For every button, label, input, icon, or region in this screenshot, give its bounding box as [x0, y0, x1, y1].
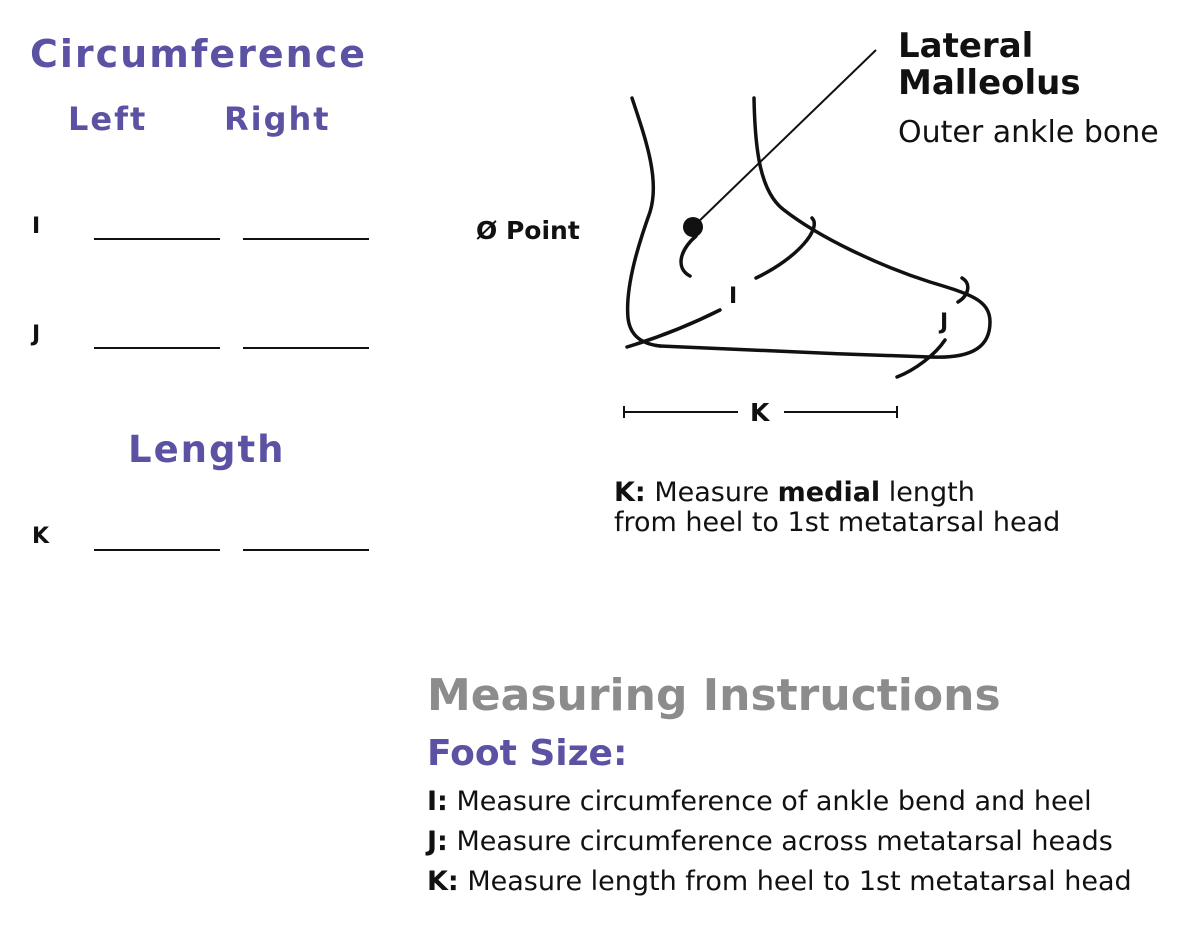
lateral-malleolus-subtitle: Outer ankle bone — [898, 115, 1159, 150]
right-i-blank-line[interactable] — [243, 238, 369, 240]
o-point-label: Ø Point — [476, 216, 580, 245]
diagram-label-i: I — [729, 284, 738, 309]
malleolus-point-icon — [683, 217, 703, 237]
instruction-item-k: K: Measure length from heel to 1st metat… — [427, 866, 1132, 897]
diagram-label-k: K — [750, 398, 770, 427]
diagram-label-j: J — [940, 310, 949, 335]
k-note-post: length — [888, 477, 975, 508]
k-note-key: K: — [614, 477, 646, 508]
instruction-key-j: J: — [427, 826, 448, 857]
row-label-i: I — [32, 214, 41, 239]
instruction-key-k: K: — [427, 866, 459, 897]
lateral-title-line1: Lateral — [898, 26, 1034, 66]
length-heading: Length — [128, 428, 286, 471]
k-note-pre: Measure — [654, 477, 770, 508]
instruction-text-i: Measure circumference of ankle bend and … — [456, 786, 1092, 817]
heel-outline — [625, 96, 662, 348]
metatarsal-strap-j-bottom — [895, 338, 947, 379]
instruction-key-i: I: — [427, 786, 448, 817]
k-measurement-line — [623, 406, 898, 418]
row-label-j: J — [32, 322, 41, 347]
ankle-strap-i-lower — [754, 216, 816, 280]
left-column-heading: Left — [68, 100, 148, 138]
circumference-heading: Circumference — [30, 32, 367, 76]
metatarsal-strap-j-top — [956, 276, 970, 304]
k-note-line2: from heel to 1st metatarsal head — [614, 507, 1061, 538]
lateral-title-line2: Malleolus — [898, 63, 1081, 103]
lateral-malleolus-title: Lateral Malleolus — [898, 28, 1081, 102]
right-column-heading: Right — [224, 100, 331, 138]
k-measure-note: K: Measure medial length from heel to 1s… — [614, 478, 1060, 538]
left-j-blank-line[interactable] — [94, 347, 220, 349]
sole-outline — [658, 96, 992, 359]
malleolus-leader-line — [692, 49, 877, 228]
instruction-text-j: Measure circumference across metatarsal … — [456, 826, 1113, 857]
left-k-blank-line[interactable] — [94, 549, 220, 551]
instruction-item-j: J: Measure circumference across metatars… — [427, 826, 1113, 857]
foot-size-heading: Foot Size: — [427, 733, 628, 774]
right-j-blank-line[interactable] — [243, 347, 369, 349]
instruction-item-i: I: Measure circumference of ankle bend a… — [427, 786, 1092, 817]
k-note-bold: medial — [777, 477, 881, 508]
instructions-title: Measuring Instructions — [427, 670, 1001, 721]
k-note-line1: K: Measure medial length — [614, 478, 1060, 508]
instruction-text-k: Measure length from heel to 1st metatars… — [467, 866, 1132, 897]
right-k-blank-line[interactable] — [243, 549, 369, 551]
ankle-strap-i-upper — [679, 234, 698, 278]
left-i-blank-line[interactable] — [94, 238, 220, 240]
ankle-strap-i-back — [625, 308, 722, 349]
row-label-k: K — [32, 524, 50, 549]
